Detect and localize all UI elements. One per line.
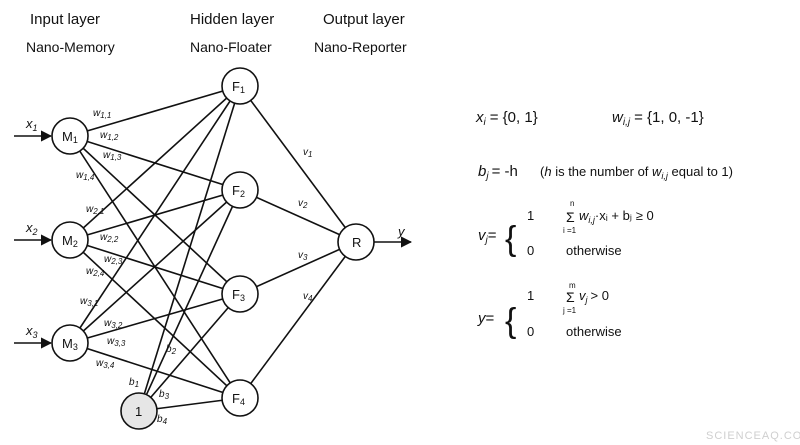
edge-bias-f1 xyxy=(138,85,241,412)
bias-node-label: 1 xyxy=(135,404,142,419)
input-node-m1-circle xyxy=(51,117,89,155)
weight-label-w1-1: w1,1 xyxy=(93,108,111,120)
input-arrows: x1 x2 x3 xyxy=(14,116,53,349)
weight-label-w3-2: w3,2 xyxy=(104,318,123,330)
eq-bias-note: (h is the number of wi,j equal to 1) xyxy=(540,164,733,181)
eq-vj-otherwise: otherwise xyxy=(566,243,622,258)
hidden-node-f3: F3 xyxy=(221,275,259,313)
bias-label-b4: b4 xyxy=(157,414,168,426)
bias-label-b1: b1 xyxy=(129,377,139,389)
input-x3-label: x3 xyxy=(25,323,38,340)
output-node-r-circle xyxy=(337,223,375,261)
bias-label-b3: b3 xyxy=(159,389,170,401)
weight-label-w3-1: w3,1 xyxy=(80,296,98,308)
eq-y-expr: vj> 0 xyxy=(579,288,609,305)
edge-f3-r xyxy=(239,241,357,295)
eq-y-sigma: Σ xyxy=(566,289,575,305)
input-node-m1: M1 xyxy=(51,117,89,155)
eq-vj-sum-top: n xyxy=(570,199,574,208)
watermark: SCIENCEAQ.COM xyxy=(706,430,800,442)
hidden-layer-title: Hidden layer xyxy=(190,11,274,28)
weight-label-w2-3: w2,3 xyxy=(104,254,123,266)
input-node-m3-circle xyxy=(51,324,89,362)
edge-m2-f1 xyxy=(69,85,241,241)
eq-vj-case1: 1 xyxy=(527,208,534,223)
eq-y-lhs: y= xyxy=(477,310,495,327)
edge-f2-r xyxy=(239,189,357,243)
hidden-node-f3-label: F3 xyxy=(232,287,245,303)
eq-y-sum-bottom: j =1 xyxy=(562,306,577,315)
hidden-layer-subtitle: Nano-Floater xyxy=(190,39,272,55)
output-layer-subtitle: Nano-Reporter xyxy=(314,39,407,55)
input-node-m2: M2 xyxy=(51,221,89,259)
input-node-m2-circle xyxy=(51,221,89,259)
eq-y-case0: 0 xyxy=(527,324,534,339)
output-y-label: y xyxy=(397,224,406,239)
edge-f1-r xyxy=(239,85,357,243)
hidden-node-f4: F4 xyxy=(221,379,259,417)
eq-vj-case0: 0 xyxy=(527,243,534,258)
eq-vj-sum-bottom: i =1 xyxy=(563,226,577,235)
hidden-node-f4-label: F4 xyxy=(232,391,245,407)
input-x2-label: x2 xyxy=(25,220,38,237)
eq-bias-def: bj= -h xyxy=(478,163,518,182)
eq-y-brace: { xyxy=(505,302,516,340)
output-layer-title: Output layer xyxy=(323,11,405,28)
weight-label-w1-2: w1,2 xyxy=(100,130,119,142)
weight-label-w1-4: w1,4 xyxy=(76,170,95,182)
edge-m3-f4 xyxy=(69,342,241,399)
v-label-2: v2 xyxy=(298,198,308,210)
output-node-r: R xyxy=(337,223,375,261)
equations-panel: xi= {0, 1} wi,j= {1, 0, -1} bj= -h (h is… xyxy=(475,109,733,340)
input-layer-title: Input layer xyxy=(30,11,100,28)
eq-y-otherwise: otherwise xyxy=(566,324,622,339)
input-x1-label: x1 xyxy=(25,116,38,133)
input-node-m3-label: M3 xyxy=(62,336,78,352)
v-label-3: v3 xyxy=(298,250,308,262)
edge-bias-f3 xyxy=(138,293,241,412)
eq-y-sum-top: m xyxy=(569,281,576,290)
hidden-node-f4-circle xyxy=(221,379,259,417)
edge-m3-f3 xyxy=(69,293,241,344)
output-node-r-label: R xyxy=(352,235,361,250)
bias-node: 1 xyxy=(120,392,158,430)
weight-label-w2-4: w2,4 xyxy=(86,266,105,278)
eq-vj-sigma: Σ xyxy=(566,209,575,225)
hidden-node-f3-circle xyxy=(221,275,259,313)
weight-labels: w1,1 w1,2 w1,3 w1,4 w2,1 w2,2 w2,3w2,4 w3,1 w3,2… xyxy=(76,108,313,426)
input-node-m1-label: M1 xyxy=(62,129,78,145)
hidden-node-f1-circle xyxy=(221,67,259,105)
eq-w-domain: wi,j= {1, 0, -1} xyxy=(612,109,704,128)
eq-vj-lhs: vj= xyxy=(478,227,497,246)
edge-f4-r xyxy=(239,241,357,399)
eq-vj-brace: { xyxy=(505,220,516,258)
eq-vj-expr: wi,j·xᵢ + bⱼ ≥ 0 xyxy=(579,208,654,225)
hidden-node-f2-circle xyxy=(221,171,259,209)
v-label-4: v4 xyxy=(303,291,313,303)
input-node-m2-label: M2 xyxy=(62,233,78,249)
weight-label-w2-1: w2,1 xyxy=(86,204,104,216)
bias-label-b2: b2 xyxy=(166,344,177,356)
hidden-node-f1: F1 xyxy=(221,67,259,105)
bias-node-circle xyxy=(120,392,158,430)
edge-m3-f1 xyxy=(69,85,241,344)
edge-m3-f2 xyxy=(69,189,241,344)
hidden-node-f1-label: F1 xyxy=(232,79,245,95)
weight-label-w3-3: w3,3 xyxy=(107,336,126,348)
network-edges xyxy=(69,85,357,412)
eq-y-case1: 1 xyxy=(527,288,534,303)
input-layer-subtitle: Nano-Memory xyxy=(26,39,115,55)
input-node-m3: M3 xyxy=(51,324,89,362)
weight-label-w1-3: w1,3 xyxy=(103,150,122,162)
weight-label-w2-2: w2,2 xyxy=(100,232,119,244)
v-label-1: v1 xyxy=(303,147,312,159)
edge-bias-f2 xyxy=(138,189,241,412)
eq-x-domain: xi= {0, 1} xyxy=(475,109,538,128)
hidden-node-f2-label: F2 xyxy=(232,183,245,199)
edge-m1-f1 xyxy=(69,85,241,137)
weight-label-w3-4: w3,4 xyxy=(96,358,115,370)
hidden-node-f2: F2 xyxy=(221,171,259,209)
